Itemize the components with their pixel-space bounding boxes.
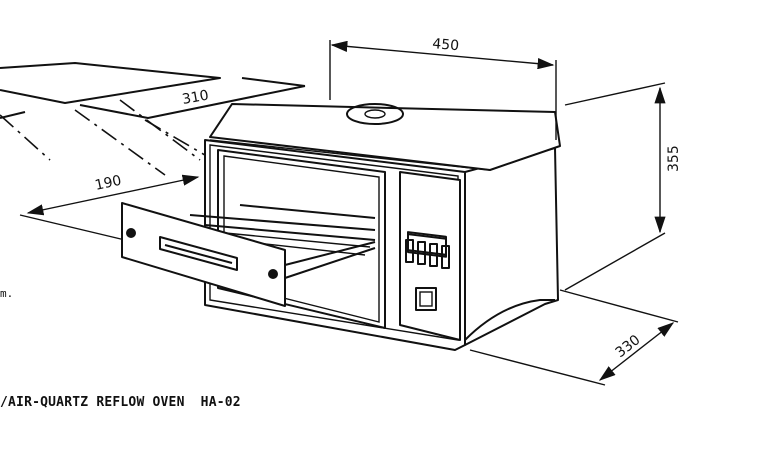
note-fragment: m. [0,287,14,300]
dimension-355: 355 [564,82,682,291]
switch-1 [405,239,414,263]
drawing-caption: /AIR-QUARTZ REFLOW OVEN HA-02 [0,395,241,410]
pcb-sheet [0,62,306,176]
power-switch-inner [419,291,433,307]
knob-right [268,269,278,279]
power-switch [415,287,437,311]
fan-hub [364,109,386,119]
dimension-190-label: 190 [94,173,123,194]
knob-left [126,228,136,238]
oven-side [464,147,559,346]
dimension-450-label: 450 [432,36,460,54]
dimension-450: 450 [329,36,557,140]
tray-rack [189,204,376,279]
switch-3 [429,243,438,267]
oven-foot [464,299,555,341]
switch-4 [441,245,450,269]
dimension-330-label: 330 [613,332,644,361]
fan-vent [346,103,404,125]
control-panel [399,171,461,341]
tray-handle [159,236,238,271]
dimension-190: 190 [19,173,200,241]
dimension-355-label: 355 [666,145,682,172]
switch-2 [417,241,426,265]
dimension-310-label: 310 [181,88,210,108]
